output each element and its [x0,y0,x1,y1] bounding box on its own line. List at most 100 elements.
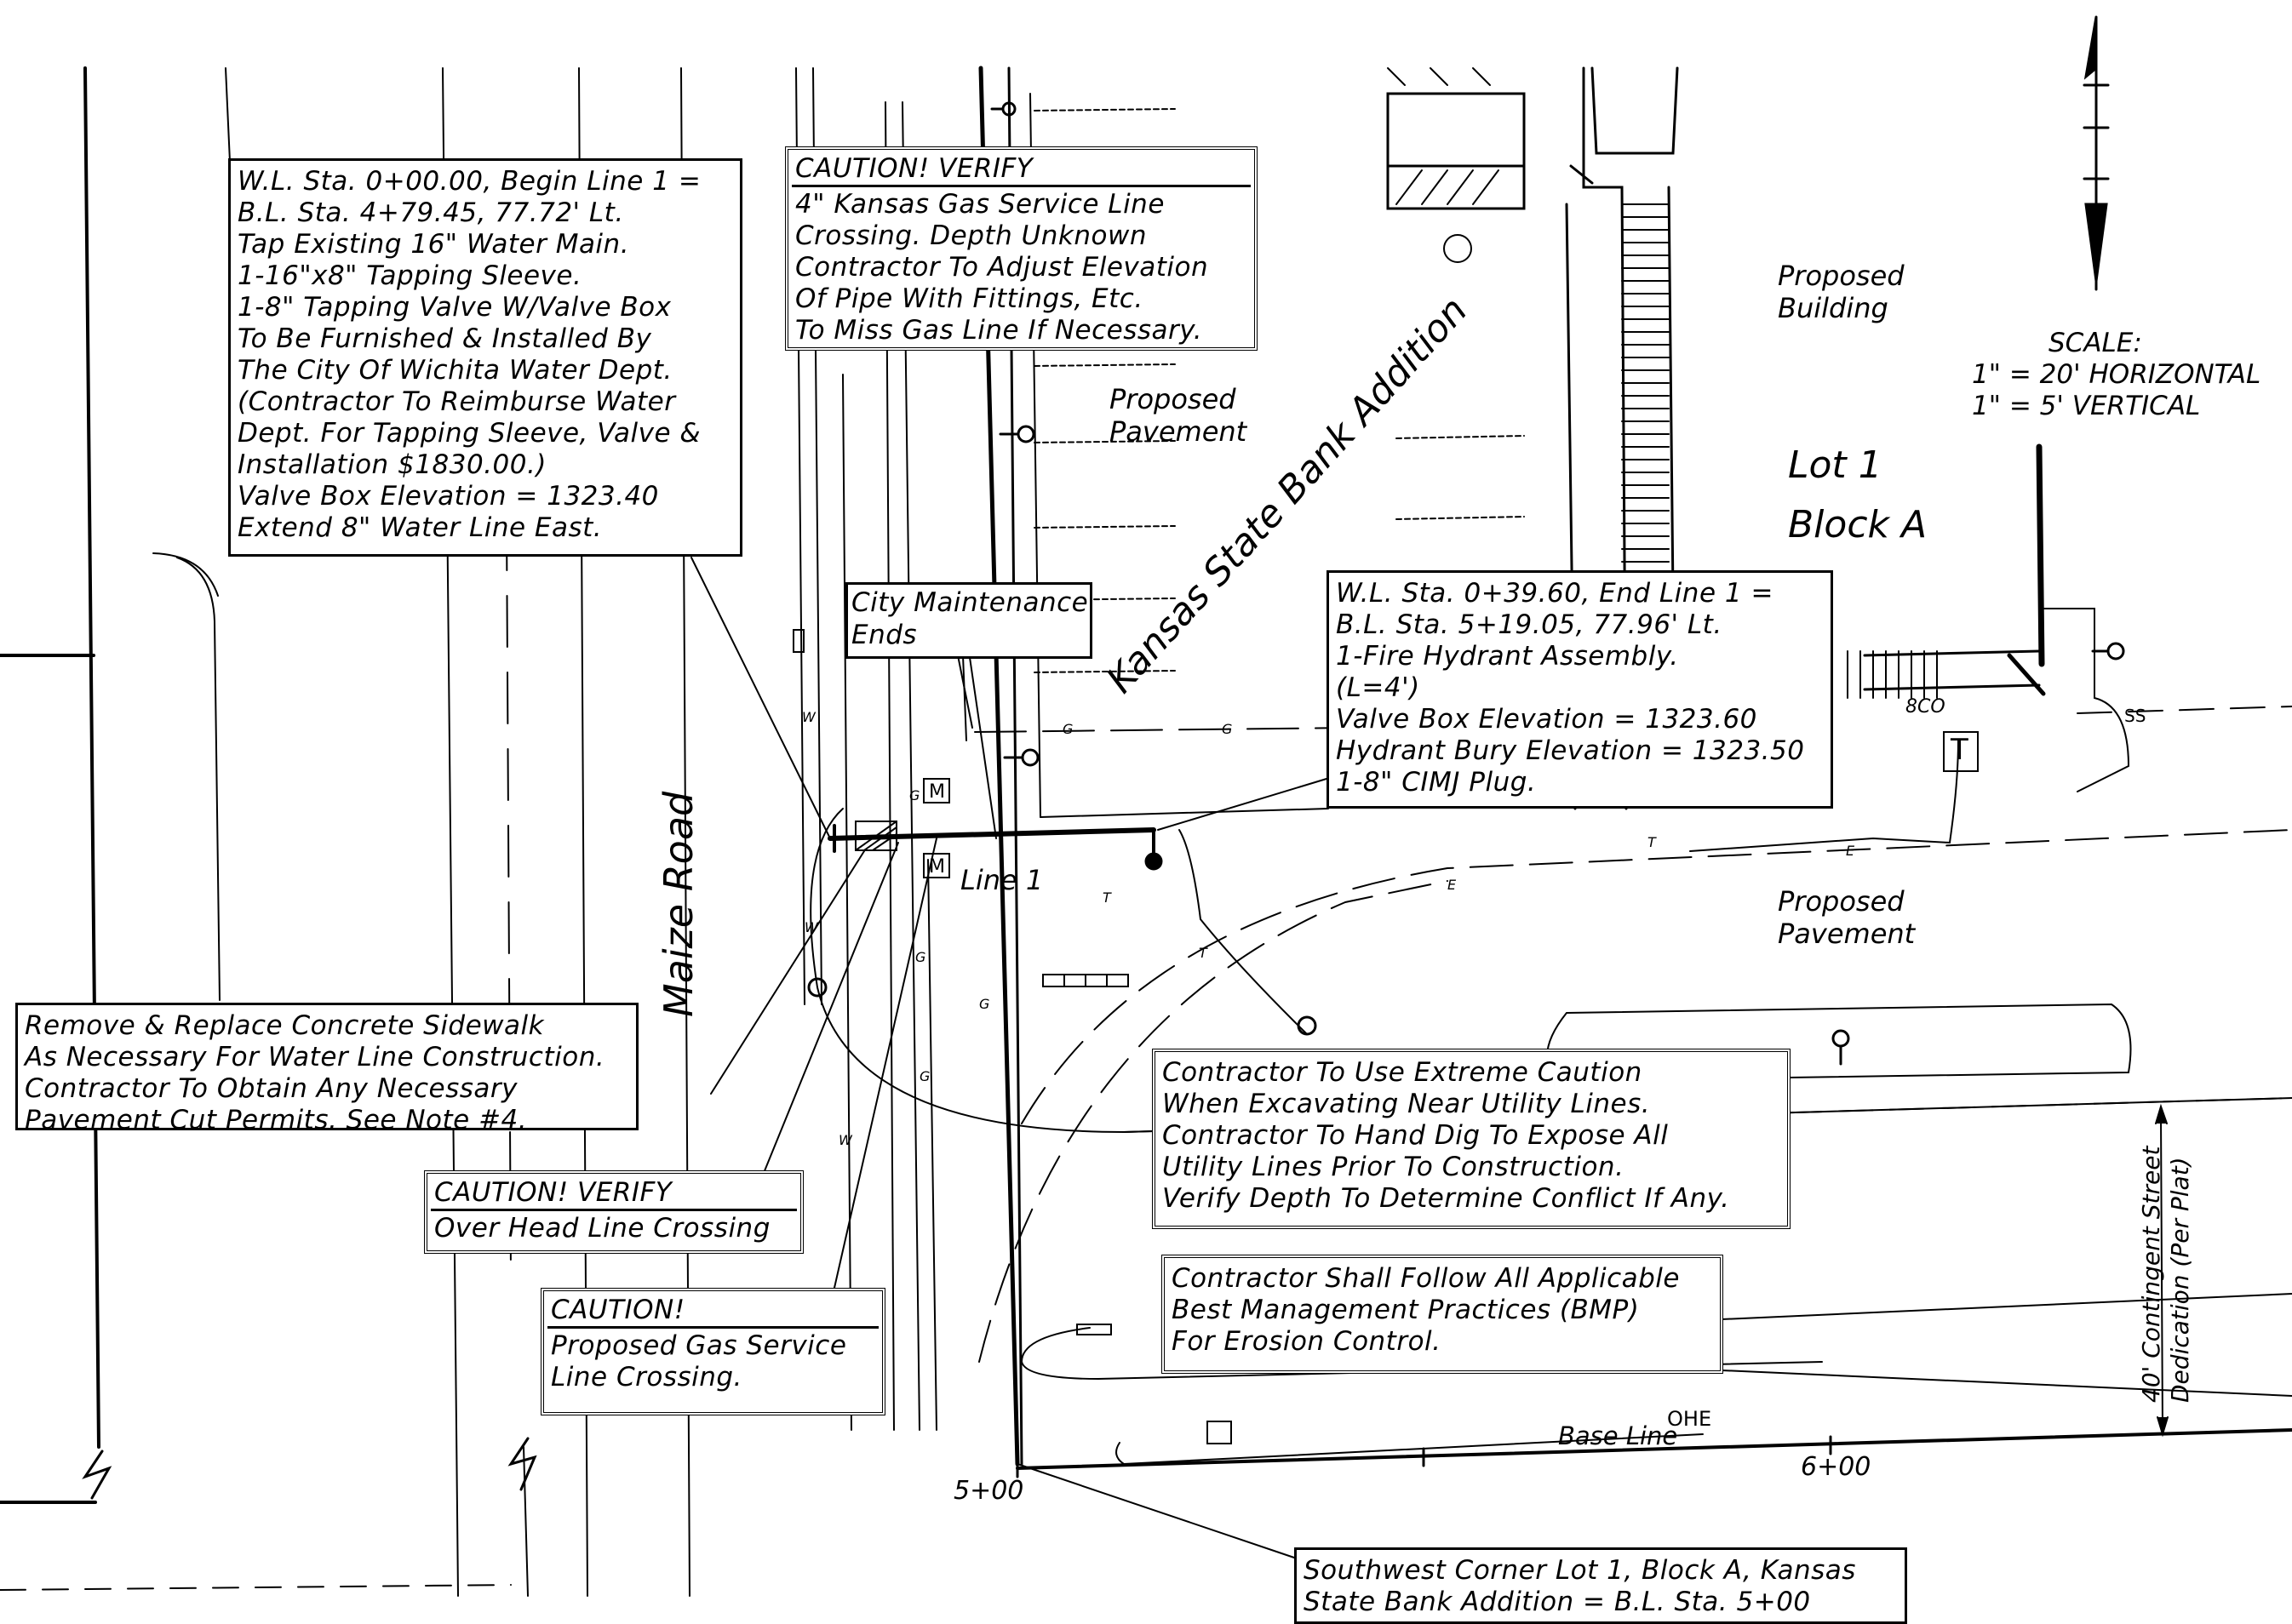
street-dedication-label: 40' Contingent Street Dedication (Per Pl… [2137,1147,2195,1403]
utility-tag: T [1103,889,1112,906]
note-line: Dept. For Tapping Sleeve, Valve & [238,418,702,449]
caution-header: CAUTION! VERIFY [431,1177,797,1211]
note-line: Verify Depth To Determine Conflict If An… [1162,1183,1730,1214]
meter-label: M [929,781,945,803]
note-line: Best Management Practices (BMP) [1172,1295,1640,1325]
proposed-gas-caution-note: CAUTION! Proposed Gas Service Line Cross… [541,1288,885,1415]
co-label: 8CO [1905,696,1945,718]
extreme-caution-note: Contractor To Use Extreme Caution When E… [1152,1049,1791,1229]
caution-header: CAUTION! VERIFY [792,153,1251,187]
proposed-building-label: Proposed Building [1778,260,1905,324]
utility-tag: G [909,787,920,803]
ss-label: SS [2124,706,2146,726]
line1-label: Line 1 [960,864,1044,896]
overhead-caution-note: CAUTION! VERIFY Over Head Line Crossing [424,1170,804,1254]
block-label: Block A [1788,503,1928,546]
telephone-label: T [1951,733,1968,767]
label-line: 40' Contingent Street [2137,1146,2165,1403]
utility-tag: G [915,949,925,965]
break-mark-left [82,1450,112,1500]
note-line: The City Of Wichita Water Dept. [238,355,673,386]
note-line: As Necessary For Water Line Construction… [25,1042,605,1072]
note-line: Extend 8" Water Line East. [238,512,603,543]
note-line: Contractor To Hand Dig To Expose All [1162,1120,1669,1151]
utility-tag: G [979,996,989,1012]
note-line: Installation $1830.00.) [238,449,547,480]
note-line: (L=4') [1336,672,1420,703]
scale-label: SCALE: 1" = 20' HORIZONTAL 1" = 5' VERTI… [1972,328,2260,422]
label-line: Proposed [1109,383,1236,415]
southwest-corner-note: Southwest Corner Lot 1, Block A, Kansas … [1294,1547,1907,1624]
label-line: Dedication (Per Plat) [2166,1157,2194,1403]
note-line: 1-8" Tapping Valve W/Valve Box [238,292,672,323]
note-line: Pavement Cut Permits. See Note #4. [25,1105,528,1135]
note-line: Hydrant Bury Elevation = 1323.50 [1336,735,1805,766]
note-line: To Miss Gas Line If Necessary. [795,315,1203,346]
gas-caution-note: CAUTION! VERIFY 4" Kansas Gas Service Li… [785,146,1258,351]
left-property-line [83,66,100,1449]
note-line: For Erosion Control. [1172,1326,1441,1357]
lot-label: Lot 1 [1788,443,1882,487]
utility-tag: G [920,1068,930,1084]
label-line: SCALE: [2048,328,2142,358]
label-line: Proposed [1778,885,1905,918]
utility-tag: E [1846,843,1855,859]
note-line: 1-Fire Hydrant Assembly. [1336,641,1679,672]
note-line: Crossing. Depth Unknown [795,220,1147,251]
note-line: B.L. Sta. 4+79.45, 77.72' Lt. [238,197,624,228]
note-line: Contractor To Adjust Elevation [795,252,1209,283]
utility-tag: T [1199,945,1208,961]
note-line: Tap Existing 16" Water Main. [238,229,630,260]
label-line: Pavement [1778,918,1916,950]
note-line: Remove & Replace Concrete Sidewalk [25,1010,545,1041]
utility-tags: G G G G G G W W W E E T T T [802,709,1855,1148]
utility-tag: T [1647,834,1657,850]
note-line: Of Pipe With Fittings, Etc. [795,283,1143,314]
note-line: Contractor Shall Follow All Applicable [1172,1263,1680,1294]
note-line: Utility Lines Prior To Construction. [1162,1152,1624,1182]
station-500-label: 5+00 [954,1476,1024,1506]
note-line: (Contractor To Reimburse Water [238,386,676,417]
note-line: Valve Box Elevation = 1323.40 [238,481,659,512]
utility-tag: G [1222,721,1232,737]
label-line: Proposed [1778,260,1905,292]
proposed-pavement-top-label: Proposed Pavement [1109,383,1246,448]
base-line-label: Base Line [1558,1421,1678,1450]
note-line: W.L. Sta. 0+39.60, End Line 1 = [1336,578,1773,609]
city-maintenance-note: City Maintenance Ends [845,582,1092,659]
utility-tag: W [802,709,817,725]
note-line: Ends [851,620,918,650]
note-line: B.L. Sta. 5+19.05, 77.96' Lt. [1336,609,1722,640]
note-line: City Maintenance [851,587,1089,618]
utility-tag: E [1447,877,1457,893]
utility-tag: G [1063,721,1073,737]
label-line: 1" = 5' VERTICAL [1972,391,2201,421]
meter-label: M [929,856,945,878]
sidewalk-note: Remove & Replace Concrete Sidewalk As Ne… [15,1003,639,1135]
note-line: Line Crossing. [551,1362,742,1392]
end-line-note: W.L. Sta. 0+39.60, End Line 1 = B.L. Sta… [1326,570,1833,809]
label-line: Pavement [1109,415,1247,448]
bmp-note: Contractor Shall Follow All Applicable B… [1161,1255,1723,1374]
utility-tag: W [805,919,819,935]
note-line: State Bank Addition = B.L. Sta. 5+00 [1304,1587,1811,1617]
note-line: 4" Kansas Gas Service Line [795,189,1165,220]
north-arrow [2083,15,2110,291]
station-600-label: 6+00 [1801,1452,1871,1482]
begin-line-note: W.L. Sta. 0+00.00, Begin Line 1 = B.L. S… [228,158,742,557]
caution-header: CAUTION! [547,1295,879,1329]
label-line: 1" = 20' HORIZONTAL [1972,359,2261,390]
note-line: Contractor To Obtain Any Necessary [25,1073,519,1104]
note-line: W.L. Sta. 0+00.00, Begin Line 1 = [238,166,702,197]
fire-hydrant-symbol [1144,852,1163,871]
note-line: Over Head Line Crossing [434,1213,771,1244]
note-line: When Excavating Near Utility Lines. [1162,1089,1651,1119]
utility-tag: W [839,1132,853,1148]
break-mark-mid [507,1437,537,1491]
label-line: Building [1778,292,1888,324]
ohe-label: OHE [1667,1407,1712,1431]
note-line: Southwest Corner Lot 1, Block A, Kansas [1304,1555,1856,1586]
note-line: Valve Box Elevation = 1323.60 [1336,704,1757,735]
note-line: Contractor To Use Extreme Caution [1162,1057,1642,1088]
